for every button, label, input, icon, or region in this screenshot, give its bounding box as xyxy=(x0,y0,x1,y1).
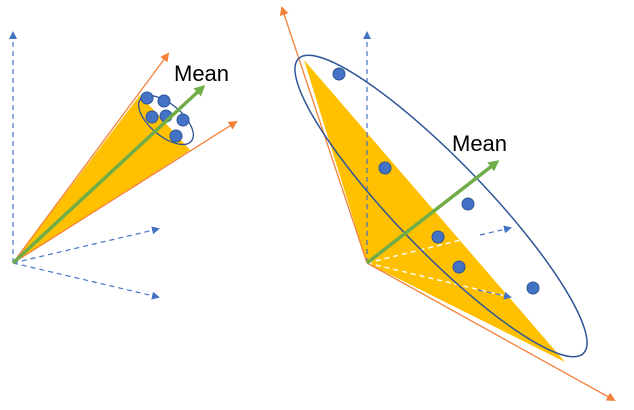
right-axis-right-upper xyxy=(366,227,511,264)
right-diagram: Mean xyxy=(279,6,616,401)
right-axis-right-upper-tail xyxy=(479,225,512,236)
left-mean-arrow xyxy=(11,84,206,265)
right-point xyxy=(431,230,445,244)
left-point xyxy=(140,91,154,105)
left-axis-right-upper xyxy=(12,226,160,264)
left-axis-right-lower xyxy=(12,262,160,300)
left-point xyxy=(169,129,183,143)
left-diagram: Mean xyxy=(9,31,238,300)
right-point xyxy=(332,67,346,81)
right-mean-arrow xyxy=(365,160,500,265)
left-point xyxy=(176,113,190,127)
right-axis-right-lower-tail xyxy=(477,289,512,300)
right-point xyxy=(452,260,466,274)
right-point xyxy=(378,161,392,175)
left-point xyxy=(145,110,159,124)
left-cone-edge-upper xyxy=(12,52,170,264)
right-ellipse xyxy=(294,54,588,358)
right-point xyxy=(526,281,540,295)
right-mean-label: Mean xyxy=(452,131,507,156)
left-point xyxy=(157,94,171,108)
right-axis-right-lower xyxy=(366,262,511,298)
right-point xyxy=(461,197,475,211)
right-cone-edge-lower xyxy=(366,262,616,401)
left-cone-edge-lower xyxy=(12,120,238,264)
left-mean-label: Mean xyxy=(174,61,229,86)
